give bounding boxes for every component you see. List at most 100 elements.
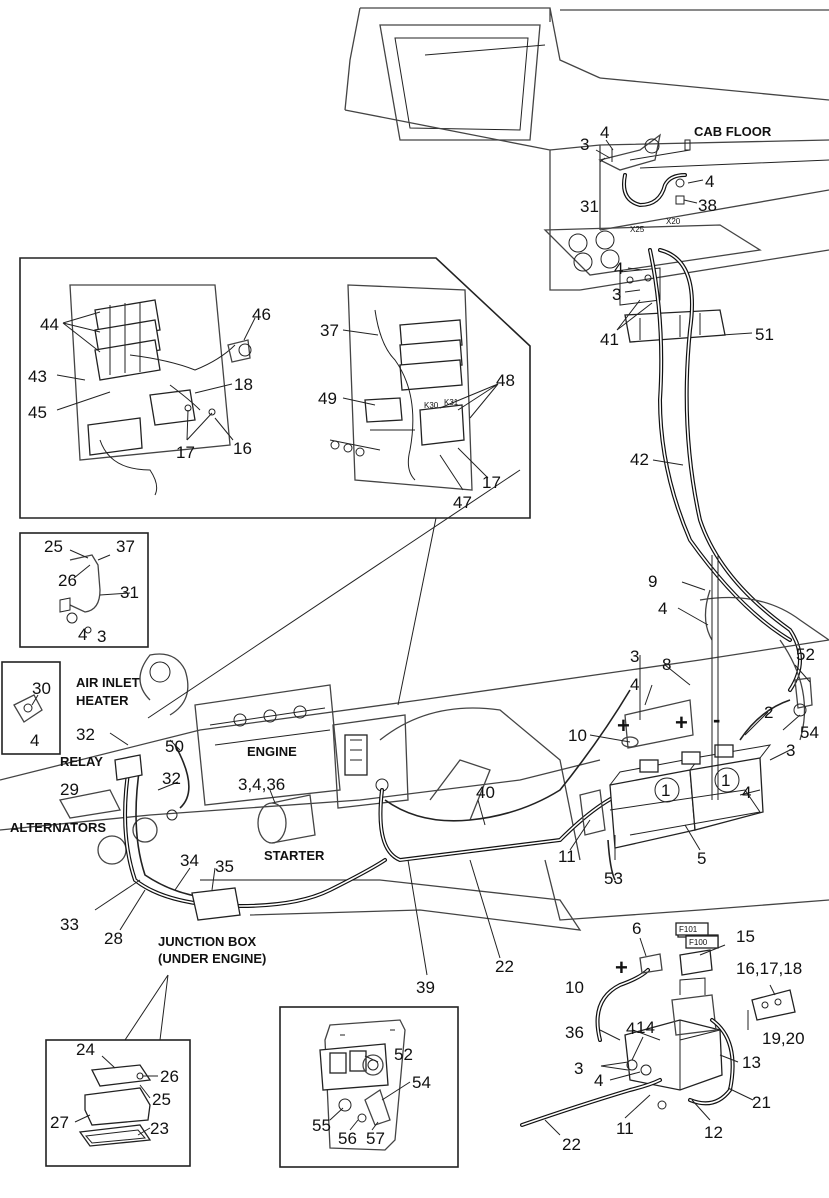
callout-15: 15 — [736, 927, 755, 946]
callout-4: 4 — [594, 1071, 603, 1090]
callout-44: 44 — [40, 315, 59, 334]
connector-tag-k31: K31 — [444, 398, 459, 407]
callout-4: 4 — [78, 625, 87, 644]
battery-mark-right: 1 — [721, 771, 730, 790]
caption-air-inlet-heater: AIR INLET — [76, 675, 140, 690]
callout-25: 25 — [44, 537, 63, 556]
callout-38: 38 — [698, 196, 717, 215]
callout-50: 50 — [165, 737, 184, 756]
fuse-tag-f100 — [685, 935, 719, 949]
caption-alternators: ALTERNATORS — [10, 820, 106, 835]
callout-27: 27 — [50, 1113, 69, 1132]
fuse-board-right — [329, 284, 473, 491]
callout-4: 4 — [626, 1019, 635, 1038]
callout-21: 21 — [752, 1093, 771, 1112]
callout-22: 22 — [562, 1135, 581, 1154]
detail-inset-30 — [1, 661, 61, 755]
callout-52: 52 — [796, 645, 815, 664]
callout-36: 36 — [565, 1023, 584, 1042]
callout-11: 11 — [616, 1119, 634, 1138]
callout-56: 56 — [338, 1129, 357, 1148]
callout-31: 31 — [120, 583, 139, 602]
callout-22: 22 — [495, 957, 514, 976]
callout-3: 3 — [612, 285, 621, 304]
fuse-tag-f101-label: F101 — [679, 925, 698, 934]
callout-55: 55 — [312, 1116, 331, 1135]
callout-3: 3 — [574, 1059, 583, 1078]
callout-5: 5 — [697, 849, 706, 868]
callout-53: 53 — [604, 869, 623, 888]
callout-10: 10 — [565, 978, 584, 997]
caption-junction-box: JUNCTION BOX — [158, 934, 257, 949]
callout-14: 14 — [636, 1018, 655, 1037]
callout-54: 54 — [412, 1073, 431, 1092]
battery-mark-left: 1 — [661, 781, 670, 800]
callout-45: 45 — [28, 403, 47, 422]
callout-24: 24 — [76, 1040, 95, 1059]
callout-9: 9 — [648, 572, 657, 591]
callout-4: 4 — [742, 783, 751, 802]
callout-47: 47 — [453, 493, 472, 512]
callout-8: 8 — [662, 655, 671, 674]
callout-28: 28 — [104, 929, 123, 948]
callout-37: 37 — [116, 537, 135, 556]
callout-26: 26 — [58, 571, 77, 590]
callout-3: 3 — [786, 741, 795, 760]
callout-23: 23 — [150, 1119, 169, 1138]
callout-6: 6 — [632, 919, 641, 938]
callout-4: 4 — [705, 172, 714, 191]
connector-tag-x20: X20 — [666, 217, 681, 226]
callout-39: 39 — [416, 978, 435, 997]
fuse-tag-f101 — [675, 922, 709, 936]
connector-tag-k30: K30 — [424, 401, 439, 410]
callout-35: 35 — [215, 857, 234, 876]
caption-relay: RELAY — [60, 754, 103, 769]
caption-engine: ENGINE — [247, 744, 297, 759]
callout-10: 10 — [568, 726, 587, 745]
callout-49: 49 — [318, 389, 337, 408]
callout-3-4-36: 3,4,36 — [238, 775, 285, 794]
callout-52: 52 — [394, 1045, 413, 1064]
detail-inset-cable-31 — [19, 532, 149, 648]
callout-51: 51 — [755, 325, 774, 344]
callout-4: 4 — [614, 259, 623, 278]
callout-32: 32 — [162, 769, 181, 788]
callout-25: 25 — [152, 1090, 171, 1109]
callout-43: 43 — [28, 367, 47, 386]
chassis — [0, 589, 829, 931]
fuse-tag-f100-label: F100 — [689, 938, 708, 947]
battery-tray — [609, 744, 772, 849]
callout-54: 54 — [800, 723, 819, 742]
callout-4: 4 — [600, 123, 609, 142]
connector-tag-x25: X25 — [630, 225, 645, 234]
callout-16-17-18: 16,17,18 — [736, 959, 802, 978]
callout-26: 26 — [160, 1067, 179, 1086]
fuse-board-left — [69, 284, 252, 496]
callouts: 3 4 4 38 31 4 3 41 51 42 44 46 43 18 45 … — [28, 123, 819, 1154]
callout-19-20: 19,20 — [762, 1029, 805, 1048]
callout-2: 2 — [764, 703, 773, 722]
callout-16: 16 — [233, 439, 252, 458]
detail-panel-fuse-boards — [19, 257, 531, 519]
callout-31: 31 — [580, 197, 599, 216]
callout-34: 34 — [180, 851, 199, 870]
polarity-plus-left: + — [617, 713, 630, 738]
callout-29: 29 — [60, 780, 79, 799]
callout-33: 33 — [60, 915, 79, 934]
caption-junction-box-line2: (UNDER ENGINE) — [158, 951, 266, 966]
callout-11: 11 — [558, 847, 576, 866]
cab-structure — [344, 7, 829, 291]
callout-42: 42 — [630, 450, 649, 469]
polarity-minus: - — [713, 707, 720, 732]
callout-30: 30 — [32, 679, 51, 698]
caption-air-inlet-heater-line2: HEATER — [76, 693, 129, 708]
callout-3: 3 — [97, 627, 106, 646]
callout-41: 41 — [600, 330, 619, 349]
caption-cab-floor: CAB FLOOR — [694, 124, 772, 139]
callout-4: 4 — [658, 599, 667, 618]
callout-4: 4 — [30, 731, 39, 750]
callout-4: 4 — [630, 675, 639, 694]
callout-18: 18 — [234, 375, 253, 394]
leader-lines — [31, 139, 811, 1136]
